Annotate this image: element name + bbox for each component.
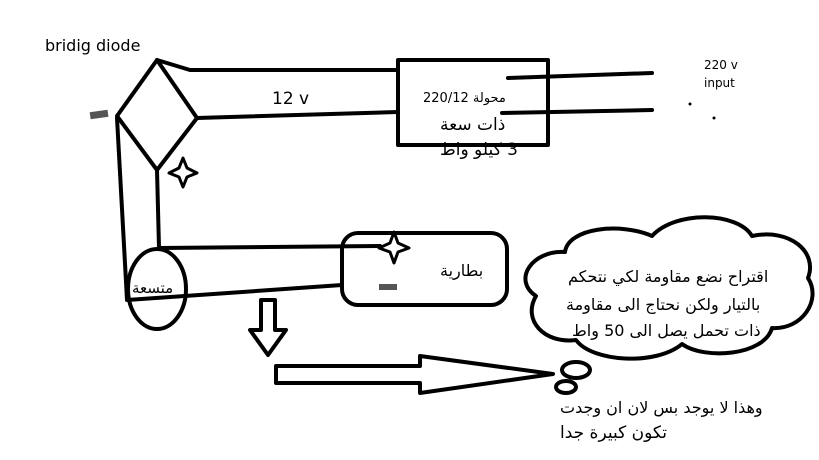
note-line2: تكون كبيرة جدا [560, 423, 667, 443]
transformer-capacity-line2: 3 كيلو واط [440, 140, 518, 160]
input-voltage-label: 220 v [704, 58, 738, 72]
transformer-box [396, 58, 550, 147]
battery-box [340, 231, 509, 307]
bridge-diode-symbol [115, 58, 199, 172]
input-word-label: input [704, 76, 735, 90]
voltage-12v-label: 12 v [272, 89, 310, 109]
minus-sign-diode [89, 109, 109, 120]
thought-bubble [523, 215, 815, 361]
wire-negative-down [115, 116, 344, 302]
down-arrow [248, 298, 288, 357]
thought-dot-large [560, 360, 592, 380]
plus-sign-diode [167, 156, 199, 189]
bubble-text-line2: بالتيار ولكن نحتاج الى مقاومة [566, 295, 761, 314]
capacitor-symbol [126, 247, 188, 331]
transformer-rating-label: محولة 220/12 [423, 91, 506, 106]
bubble-text-line3: ذات تحمل يصل الى 50 واط [572, 321, 761, 340]
minus-sign-battery [379, 284, 397, 290]
bridge-diode-label: bridig diode [45, 36, 141, 55]
input-mark-2 [712, 116, 716, 120]
wire-input-top [506, 71, 654, 80]
bubble-text-line1: اقتراح نضع مقاومة لكي نتحكم [568, 267, 769, 286]
transformer-capacity-line1: ذات سعة [440, 115, 506, 135]
wire-diode-to-transformer-top [155, 58, 400, 72]
capacitor-label: متسعة [132, 279, 174, 297]
battery-label: بطارية [440, 261, 484, 280]
wire-input-bottom [500, 108, 654, 115]
plus-sign-battery [377, 230, 411, 265]
wire-diode-to-transformer-bottom [195, 110, 400, 120]
input-mark-1 [688, 102, 692, 106]
note-line1: وهذا لا يوجد بس لان ان وجدت [560, 398, 763, 417]
thought-dot-small [554, 379, 578, 395]
right-arrow [274, 354, 555, 395]
